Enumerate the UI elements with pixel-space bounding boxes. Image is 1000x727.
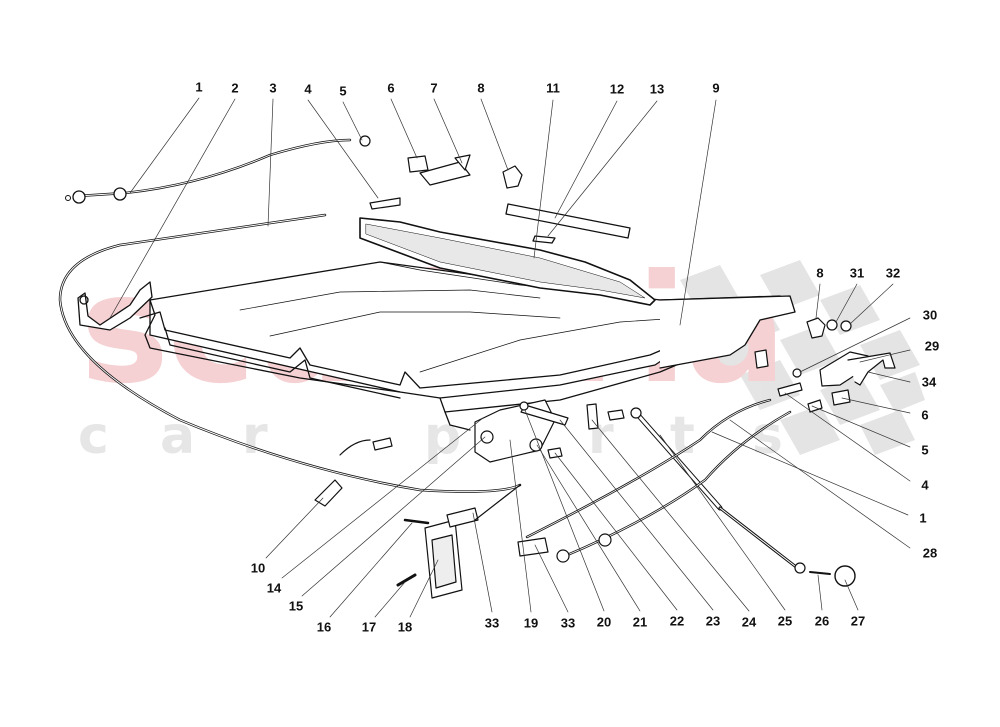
callout-label-c33-left[interactable]: 33 bbox=[484, 615, 500, 631]
callout-label-c7[interactable]: 7 bbox=[430, 80, 438, 96]
callout-label-c10[interactable]: 10 bbox=[250, 560, 266, 576]
latch-parts-right bbox=[754, 317, 896, 413]
callout-label-c17[interactable]: 17 bbox=[361, 619, 377, 635]
callout-label-c21[interactable]: 21 bbox=[632, 614, 648, 630]
callout-label-c1-right[interactable]: 1 bbox=[919, 510, 927, 526]
watermark-letter: r bbox=[242, 406, 268, 466]
callout-label-c19[interactable]: 19 bbox=[523, 615, 539, 631]
callout-label-c6-right[interactable]: 6 bbox=[921, 407, 929, 423]
callout-label-c20[interactable]: 20 bbox=[596, 614, 612, 630]
callout-label-c8-top[interactable]: 8 bbox=[477, 80, 485, 96]
watermark-letter: p bbox=[424, 406, 462, 466]
callout-label-c25[interactable]: 25 bbox=[777, 613, 793, 629]
callout-label-c31[interactable]: 31 bbox=[849, 265, 865, 281]
callout-label-c29[interactable]: 29 bbox=[924, 338, 940, 354]
callout-label-c15[interactable]: 15 bbox=[288, 598, 304, 614]
lock-mechanism bbox=[474, 399, 625, 463]
watermark-car-parts: carparts bbox=[78, 410, 834, 462]
small-parts-top bbox=[369, 154, 523, 210]
callout-label-c16[interactable]: 16 bbox=[316, 619, 332, 635]
callout-label-c34[interactable]: 34 bbox=[921, 374, 937, 390]
callout-label-c23[interactable]: 23 bbox=[705, 613, 721, 629]
callout-label-c18[interactable]: 18 bbox=[397, 619, 413, 635]
callout-label-c6-top[interactable]: 6 bbox=[387, 80, 395, 96]
callout-label-c12[interactable]: 12 bbox=[609, 81, 625, 97]
callout-label-c22[interactable]: 22 bbox=[669, 613, 685, 629]
callout-label-c26[interactable]: 26 bbox=[814, 613, 830, 629]
callout-label-c28[interactable]: 28 bbox=[922, 545, 938, 561]
callout-label-c30[interactable]: 30 bbox=[922, 307, 938, 323]
callout-label-c1-top[interactable]: 1 bbox=[195, 79, 203, 95]
gas-strut bbox=[630, 407, 856, 587]
callout-label-c24[interactable]: 24 bbox=[741, 614, 757, 630]
callout-label-c4-right[interactable]: 4 bbox=[921, 477, 929, 493]
callout-label-c3[interactable]: 3 bbox=[269, 80, 277, 96]
callout-label-c32[interactable]: 32 bbox=[885, 265, 901, 281]
callout-label-c2[interactable]: 2 bbox=[231, 80, 239, 96]
hood-panel bbox=[139, 261, 796, 431]
callout-label-c9[interactable]: 9 bbox=[712, 80, 720, 96]
lower-cables bbox=[517, 398, 792, 563]
grille-mesh bbox=[359, 217, 656, 306]
callout-label-c5-right[interactable]: 5 bbox=[921, 442, 929, 458]
callout-label-c13[interactable]: 13 bbox=[649, 81, 665, 97]
left-hinge bbox=[77, 281, 153, 331]
callout-label-c33-right[interactable]: 33 bbox=[560, 615, 576, 631]
callout-label-c27[interactable]: 27 bbox=[850, 613, 866, 629]
callout-label-c4-top[interactable]: 4 bbox=[304, 81, 312, 97]
trim-strip bbox=[505, 203, 631, 244]
callout-label-c5-top[interactable]: 5 bbox=[339, 83, 347, 99]
callout-leader-lines bbox=[109, 97, 911, 618]
callout-label-c11[interactable]: 11 bbox=[546, 80, 560, 96]
callout-label-c8-right[interactable]: 8 bbox=[816, 265, 824, 281]
watermark-letter: c bbox=[78, 406, 109, 466]
lower-left-parts bbox=[314, 437, 521, 599]
callout-label-c14[interactable]: 14 bbox=[266, 580, 282, 596]
bowden-cable-top bbox=[65, 135, 371, 204]
